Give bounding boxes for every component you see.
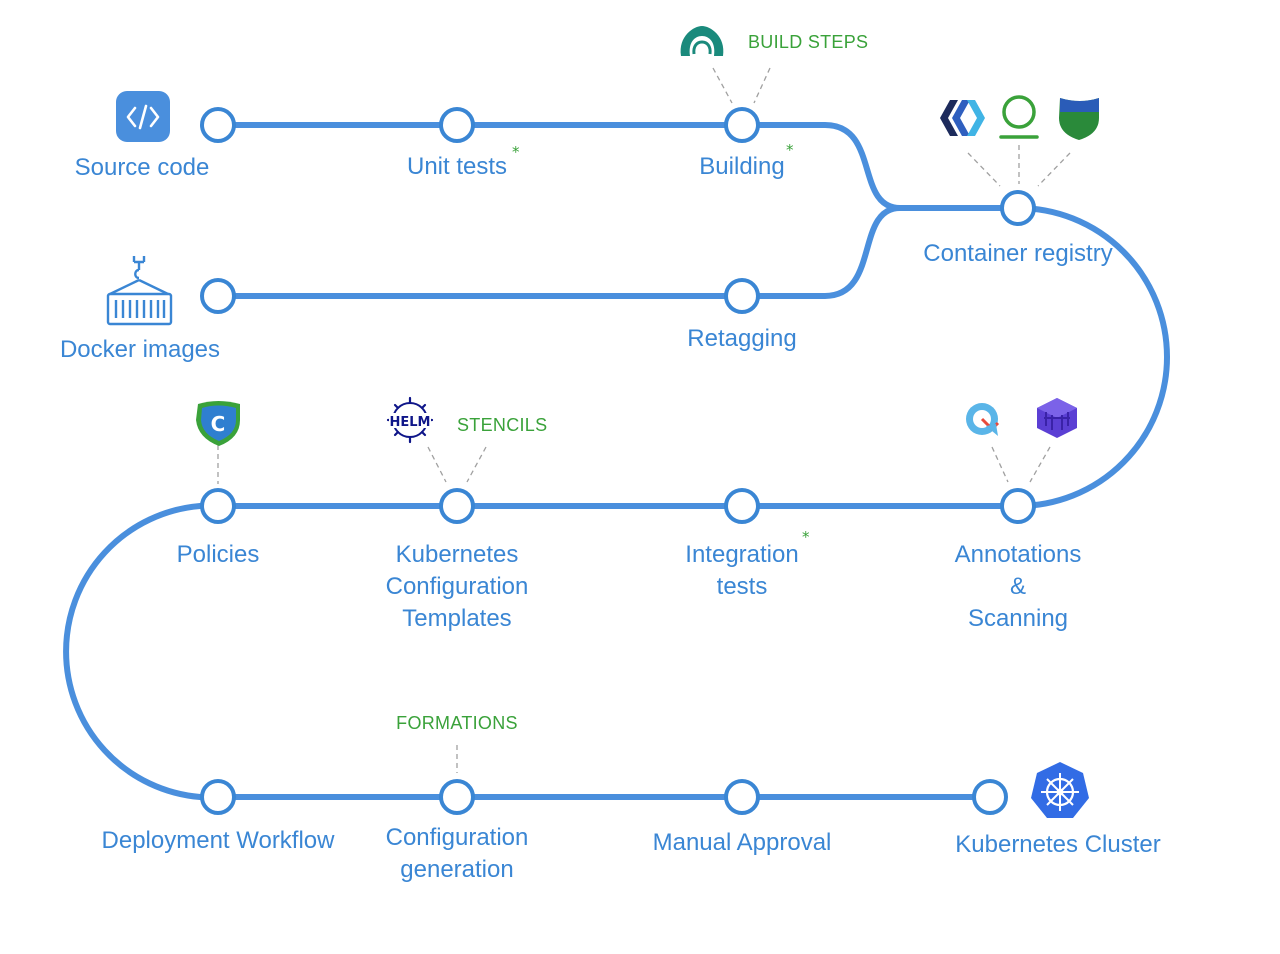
label-deployment-workflow: Deployment Workflow (102, 827, 336, 854)
node-docker-images[interactable] (200, 278, 236, 314)
node-configuration-generation[interactable] (439, 779, 475, 815)
label-kubernetes-cluster: Kubernetes Cluster (955, 831, 1160, 858)
label-annotations-line-2: & (1010, 573, 1026, 600)
label-building: Building (699, 153, 784, 180)
node-kube-templates[interactable] (439, 488, 475, 524)
helm-icon: HELM (386, 396, 434, 444)
label-source-code: Source code (75, 154, 210, 181)
track-row-2 (215, 205, 903, 299)
tag-stencils: STENCILS (457, 415, 547, 435)
connector (991, 446, 1009, 483)
node-kubernetes-cluster[interactable] (972, 779, 1008, 815)
label-integration-tests-line-2: tests (717, 573, 768, 600)
tag-formations: FORMATIONS (396, 713, 518, 733)
track-right-loop (1015, 205, 1170, 509)
label-configuration-generation-line-2: generation (400, 856, 513, 883)
code-icon (116, 91, 170, 142)
connector (753, 67, 771, 104)
label-integration-tests-line-1: Integration (685, 541, 798, 568)
connector (1037, 152, 1071, 187)
helm-icon-text: HELM (390, 415, 431, 430)
label-kube-templates-line-2: Configuration (386, 573, 529, 600)
label-retagging: Retagging (687, 325, 796, 352)
connector (466, 446, 487, 483)
connector (427, 446, 447, 483)
connector (967, 152, 1001, 187)
node-building[interactable] (724, 107, 760, 143)
node-unit-tests[interactable] (439, 107, 475, 143)
snyk-cube-icon (1037, 398, 1077, 438)
tag-build-steps: BUILD STEPS (748, 32, 868, 52)
node-retagging[interactable] (724, 278, 760, 314)
label-kube-templates-line-3: Templates (402, 605, 511, 632)
label-configuration-generation-line-1: Configuration (386, 824, 529, 851)
label-kube-templates-line-1: Kubernetes (396, 541, 519, 568)
label-policies: Policies (177, 541, 260, 568)
node-manual-approval[interactable] (724, 779, 760, 815)
asterisk-unit-tests: * (512, 143, 520, 161)
connector (712, 67, 733, 104)
track-left-loop (63, 503, 221, 800)
label-unit-tests: Unit tests (407, 153, 507, 180)
node-deployment-workflow[interactable] (200, 779, 236, 815)
label-annotations-line-3: Scanning (968, 605, 1068, 632)
asterisk-integration-tests: * (802, 528, 810, 546)
label-manual-approval: Manual Approval (653, 829, 832, 856)
node-container-registry[interactable] (1000, 190, 1036, 226)
label-container-registry: Container registry (923, 240, 1112, 267)
kubernetes-helm-wheel-icon (1031, 762, 1089, 818)
shipping-container-icon (106, 256, 173, 326)
registry-ring-icon (999, 95, 1039, 139)
anchore-scan-icon (966, 403, 1000, 436)
node-policies[interactable] (200, 488, 236, 524)
node-source-code[interactable] (200, 107, 236, 143)
label-annotations-line-1: Annotations (955, 541, 1082, 568)
asterisk-building: * (786, 141, 794, 159)
connector (1029, 446, 1051, 483)
policy-shield-icon: C (196, 401, 240, 446)
quay-registry-icon (940, 100, 985, 136)
node-integration-tests[interactable] (724, 488, 760, 524)
codefresh-steps-icon (680, 26, 724, 56)
track-row-1 (215, 122, 1021, 211)
policy-shield-letter: C (211, 412, 226, 436)
registry-shield-icon (1059, 98, 1099, 140)
node-annotations-scanning[interactable] (1000, 488, 1036, 524)
label-docker-images: Docker images (60, 336, 220, 363)
